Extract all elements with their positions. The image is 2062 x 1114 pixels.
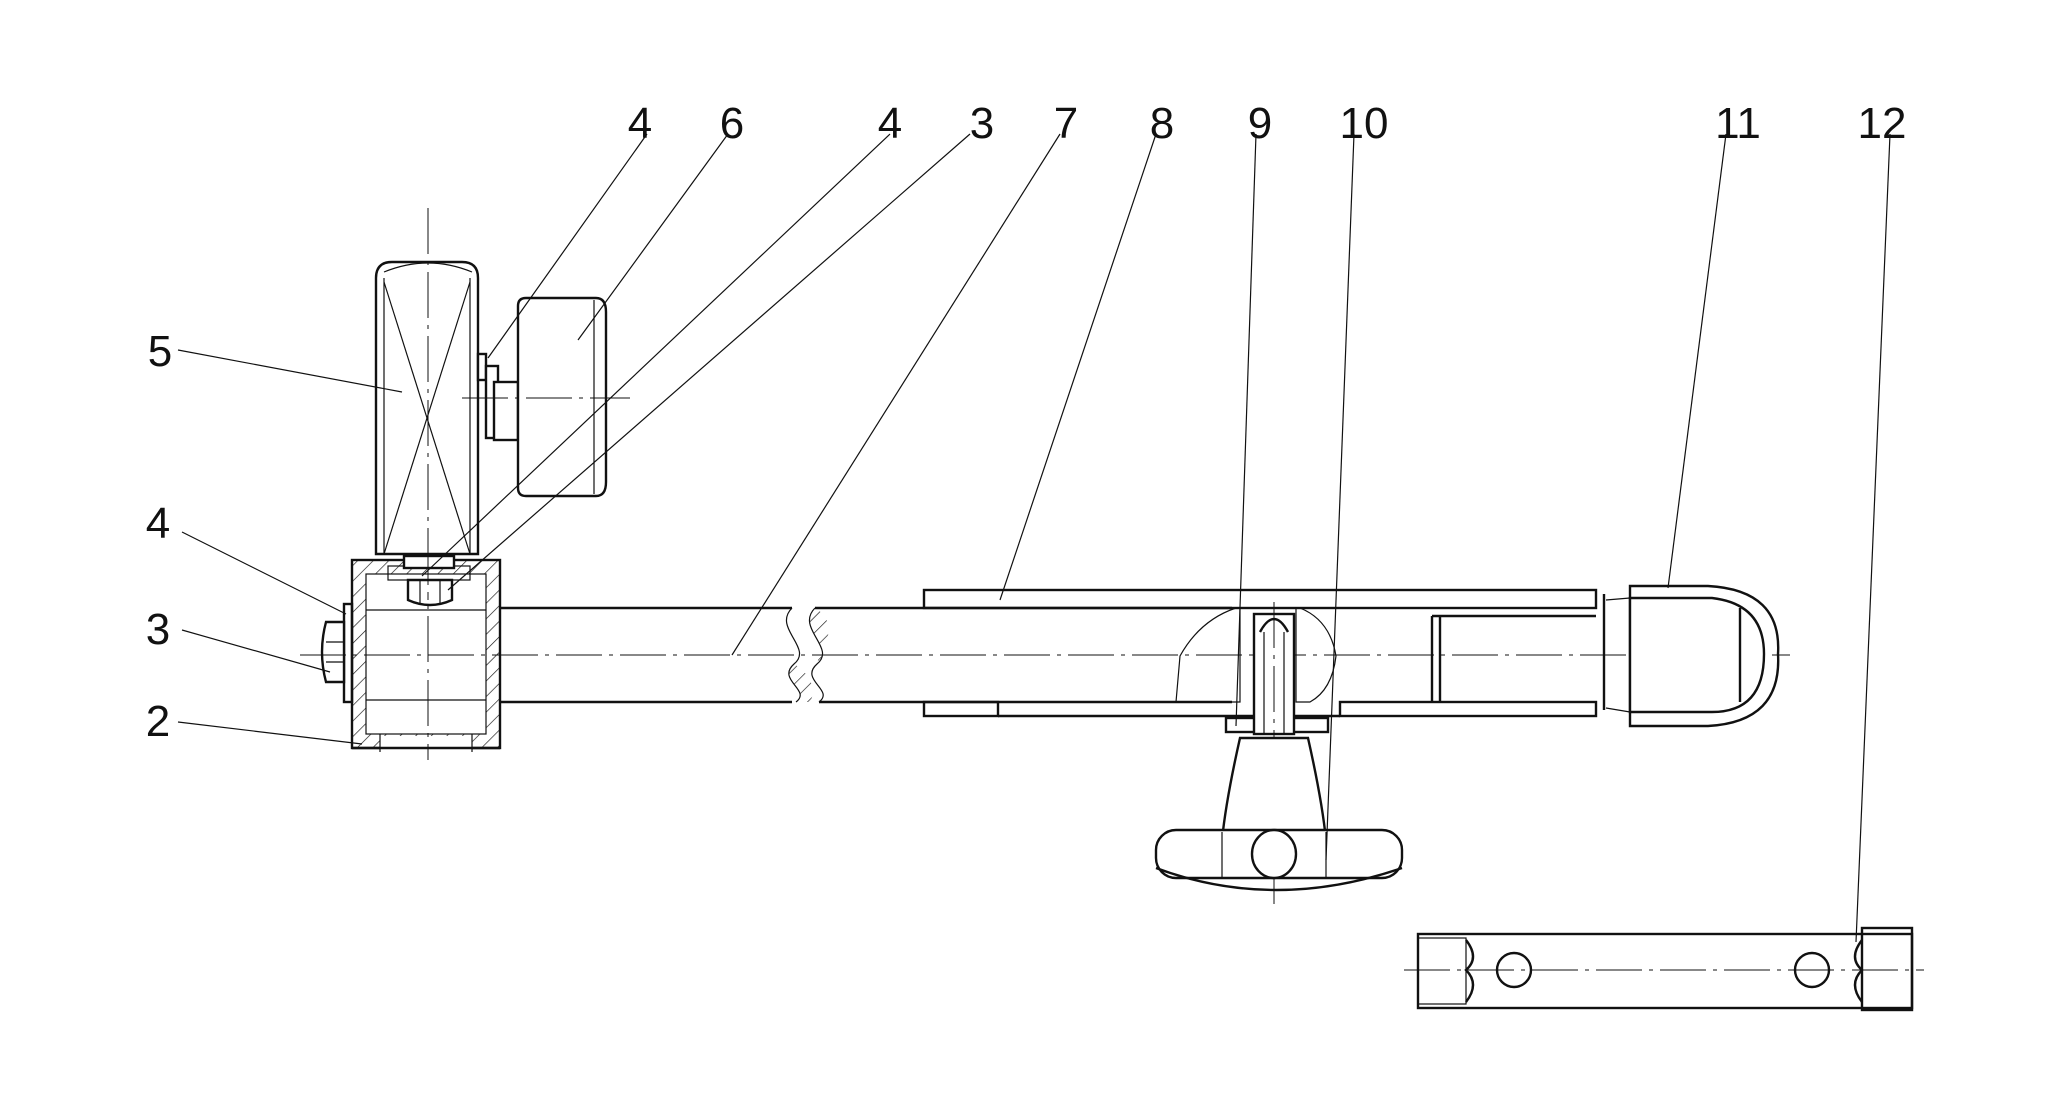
callout-2: 2 <box>146 697 170 746</box>
callout-9: 9 <box>1248 99 1272 148</box>
callout-4-top-a: 4 <box>628 99 652 148</box>
callout-4-left: 4 <box>146 499 170 548</box>
callout-3-top: 3 <box>970 99 994 148</box>
callout-10: 10 <box>1340 99 1389 148</box>
callout-labels: 4 6 4 3 7 8 9 10 11 12 5 4 3 2 <box>146 99 1907 746</box>
locking-screw <box>1154 602 1404 910</box>
top-bolt <box>387 554 471 607</box>
callout-6: 6 <box>720 99 744 148</box>
side-bolt <box>320 602 354 704</box>
callout-5: 5 <box>148 327 172 376</box>
callout-3-left: 3 <box>146 605 170 654</box>
leader-lines <box>177 133 1891 943</box>
callout-11: 11 <box>1715 99 1761 148</box>
callout-12: 12 <box>1858 99 1907 148</box>
callout-4-top-b: 4 <box>878 99 902 148</box>
callout-8: 8 <box>1150 99 1174 148</box>
main-rod <box>300 606 1790 704</box>
socket-wrench <box>1404 926 1924 1012</box>
end-cap <box>1602 584 1780 728</box>
abrasive-wheel <box>374 208 480 600</box>
outer-tube <box>922 588 1598 718</box>
callout-7: 7 <box>1054 99 1078 148</box>
motor <box>462 296 630 498</box>
